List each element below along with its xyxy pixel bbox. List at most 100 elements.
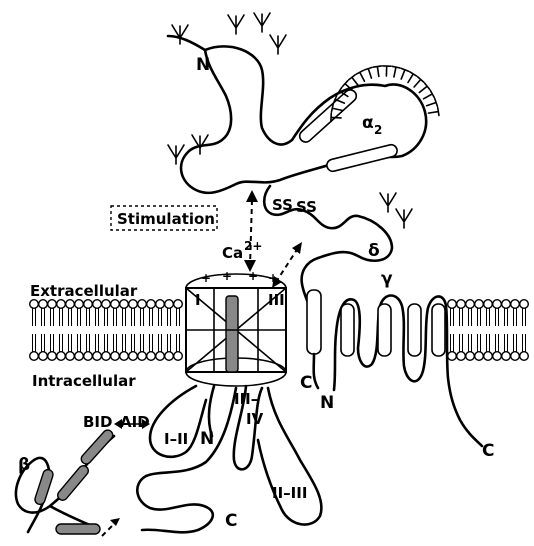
- stimulation-label: Stimulation: [117, 210, 215, 228]
- glycosylation-tree: [396, 209, 412, 228]
- alpha2-subscript-label: 2: [374, 123, 382, 137]
- lipid-head: [39, 300, 48, 309]
- loop-ii-iii-label: II–III: [272, 484, 307, 502]
- disulfide-bond-label-2: SS: [296, 198, 317, 216]
- lipid-head: [66, 300, 75, 309]
- gamma-c-terminus-label: C: [482, 441, 494, 461]
- delta-c-terminus-label: C: [300, 373, 312, 393]
- lipid-head: [502, 352, 511, 361]
- lipid-head: [520, 352, 529, 361]
- lipid-head: [75, 352, 84, 361]
- glycosylation-branch: [419, 83, 429, 92]
- lipid-head: [475, 300, 484, 309]
- beta-label: β: [18, 455, 30, 475]
- glycosylation-branch: [408, 72, 417, 83]
- lipid-head: [102, 352, 111, 361]
- gamma-tm-helix-3: [408, 304, 421, 356]
- lipid-head: [48, 300, 57, 309]
- glycosylation-tree: [270, 35, 286, 54]
- charge-mark-1: +: [201, 271, 211, 285]
- lipid-head: [484, 352, 493, 361]
- lipid-head: [120, 300, 129, 309]
- lipid-head: [111, 300, 120, 309]
- lipid-head: [466, 352, 475, 361]
- charge-mark-4: +: [268, 271, 278, 285]
- charge-mark-2: +: [222, 269, 232, 283]
- calcium-charge-label: 2+: [244, 239, 262, 253]
- lipid-head: [57, 352, 66, 361]
- lipid-head: [111, 352, 120, 361]
- membrane-left: [30, 300, 183, 361]
- alpha1-c-terminus-label: C: [225, 511, 237, 531]
- gamma-tm-helix-1: [341, 304, 354, 356]
- lipid-head: [30, 352, 39, 361]
- glycosylation-branch: [383, 66, 391, 76]
- lipid-head: [493, 352, 502, 361]
- lipid-head: [93, 300, 102, 309]
- beta-lower-arrow: [102, 518, 120, 536]
- lipid-head: [174, 352, 183, 361]
- alpha1-n-terminus-label: N: [200, 429, 214, 449]
- lipid-head: [138, 352, 147, 361]
- lipid-head: [129, 352, 138, 361]
- intracellular-label: Intracellular: [32, 372, 136, 390]
- lipid-head: [48, 352, 57, 361]
- glycosylation-branch: [356, 70, 364, 81]
- charge-mark-3: +: [248, 269, 258, 283]
- alpha2-label: α: [362, 113, 374, 133]
- lipid-head: [129, 300, 138, 309]
- glycosylation-branch: [373, 66, 381, 76]
- beta-helix-2: [56, 464, 91, 503]
- glycosylation-sites: [168, 13, 439, 228]
- lipid-head: [502, 300, 511, 309]
- lipid-head: [57, 300, 66, 309]
- alpha2-helix-2: [326, 143, 399, 172]
- delta-tm-helix: [307, 290, 321, 354]
- lipid-head: [457, 352, 466, 361]
- lipid-head: [448, 300, 457, 309]
- alpha2-n-terminus-label: N: [196, 55, 210, 75]
- lipid-head: [156, 300, 165, 309]
- c-terminus-alpha1: [137, 388, 236, 532]
- glycosylation-tree: [228, 15, 244, 34]
- loop-i-ii-label: I–II: [164, 430, 188, 448]
- lipid-head: [147, 300, 156, 309]
- lipid-head: [75, 300, 84, 309]
- beta-helix-1: [79, 428, 115, 466]
- lipid-head: [93, 352, 102, 361]
- calcium-ion-label: Ca: [222, 244, 243, 262]
- glycosylation-branch: [414, 77, 424, 87]
- glycosylation-branch: [365, 67, 373, 78]
- gamma-tm-helix-2: [378, 304, 391, 356]
- lipid-head: [84, 352, 93, 361]
- glycosylation-branch: [424, 90, 435, 98]
- lipid-head: [475, 352, 484, 361]
- glycosylation-tree: [254, 13, 270, 32]
- gamma-n-terminus-label: N: [320, 393, 334, 413]
- glycosylation-branch: [392, 66, 400, 77]
- lipid-head: [156, 352, 165, 361]
- beta-subunit: [16, 428, 115, 534]
- lipid-head: [147, 352, 156, 361]
- glycosylation-branch: [428, 108, 439, 116]
- lipid-head: [174, 300, 183, 309]
- domain-i-label: I: [195, 291, 201, 309]
- loop-ii-iii: [258, 388, 321, 525]
- gamma-label: γ: [381, 269, 393, 289]
- lipid-head: [466, 300, 475, 309]
- beta-helix-3: [34, 468, 55, 505]
- lipid-head: [165, 300, 174, 309]
- lipid-head: [165, 352, 174, 361]
- glycosylation-branch: [349, 75, 358, 85]
- lipid-head: [138, 300, 147, 309]
- domain-iv-label: IV: [246, 410, 264, 428]
- domain-iii-label: III: [268, 291, 285, 309]
- glycosylation-branch: [401, 68, 408, 79]
- lipid-head: [457, 300, 466, 309]
- lipid-head: [120, 352, 129, 361]
- lipid-head: [30, 300, 39, 309]
- lipid-head: [484, 300, 493, 309]
- pore-helix: [226, 296, 238, 372]
